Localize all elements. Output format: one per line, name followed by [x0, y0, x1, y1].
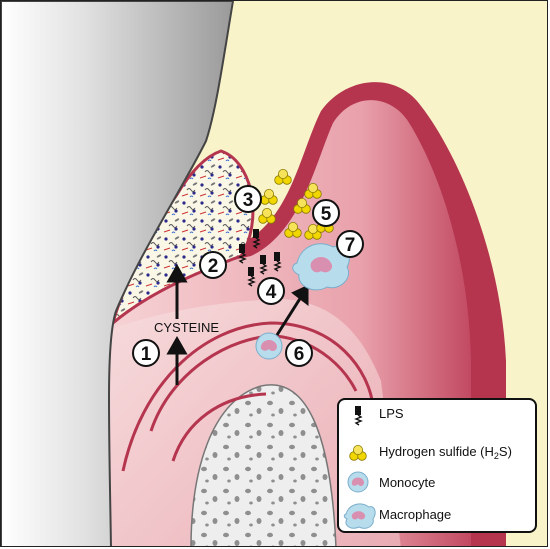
step-circle-2: 2	[199, 251, 227, 279]
step-circle-7: 7	[336, 230, 364, 258]
legend-item-monocyte: Monocyte	[347, 471, 435, 493]
legend-label-lps: LPS	[379, 406, 404, 421]
vessel-arc-outer	[121, 321, 375, 472]
legend-label-monocyte: Monocyte	[379, 475, 435, 490]
svg-text:3: 3	[243, 190, 254, 211]
step-circle-3: 3	[234, 185, 262, 213]
macrophage-icon	[343, 503, 376, 529]
legend-label-h2s: Hydrogen sulfide (H2S)	[379, 444, 512, 461]
svg-text:6: 6	[294, 344, 305, 365]
monocyte-icon	[347, 471, 369, 493]
cysteine-label: CYSTEINE	[154, 320, 219, 335]
monocyte-cell	[255, 332, 283, 360]
step-circle-6: 6	[285, 339, 313, 367]
legend-item-h2s: Hydrogen sulfide (H2S)	[349, 444, 512, 461]
svg-text:1: 1	[141, 344, 152, 365]
svg-text:7: 7	[345, 235, 356, 256]
svg-text:2: 2	[208, 256, 219, 277]
step-circle-4: 4	[257, 277, 285, 305]
legend-box: LPS Hydrogen sulfide (H2S) Monocyte Macr…	[337, 398, 537, 533]
step-circle-1: 1	[132, 339, 160, 367]
arrow-monocyte-to-macrophage	[275, 284, 309, 336]
vessel-arc-lower	[171, 392, 267, 462]
svg-text:5: 5	[321, 204, 332, 225]
legend-label-macrophage: Macrophage	[379, 507, 451, 522]
svg-text:4: 4	[266, 282, 277, 303]
step-circle-5: 5	[312, 199, 340, 227]
alveolar-bone	[190, 384, 337, 546]
legend-item-macrophage: Macrophage	[343, 503, 451, 529]
legend-item-lps: LPS	[354, 405, 404, 426]
macrophage-cell	[292, 243, 350, 291]
tooth	[1, 1, 235, 546]
arrow-cysteine-up	[166, 263, 188, 385]
